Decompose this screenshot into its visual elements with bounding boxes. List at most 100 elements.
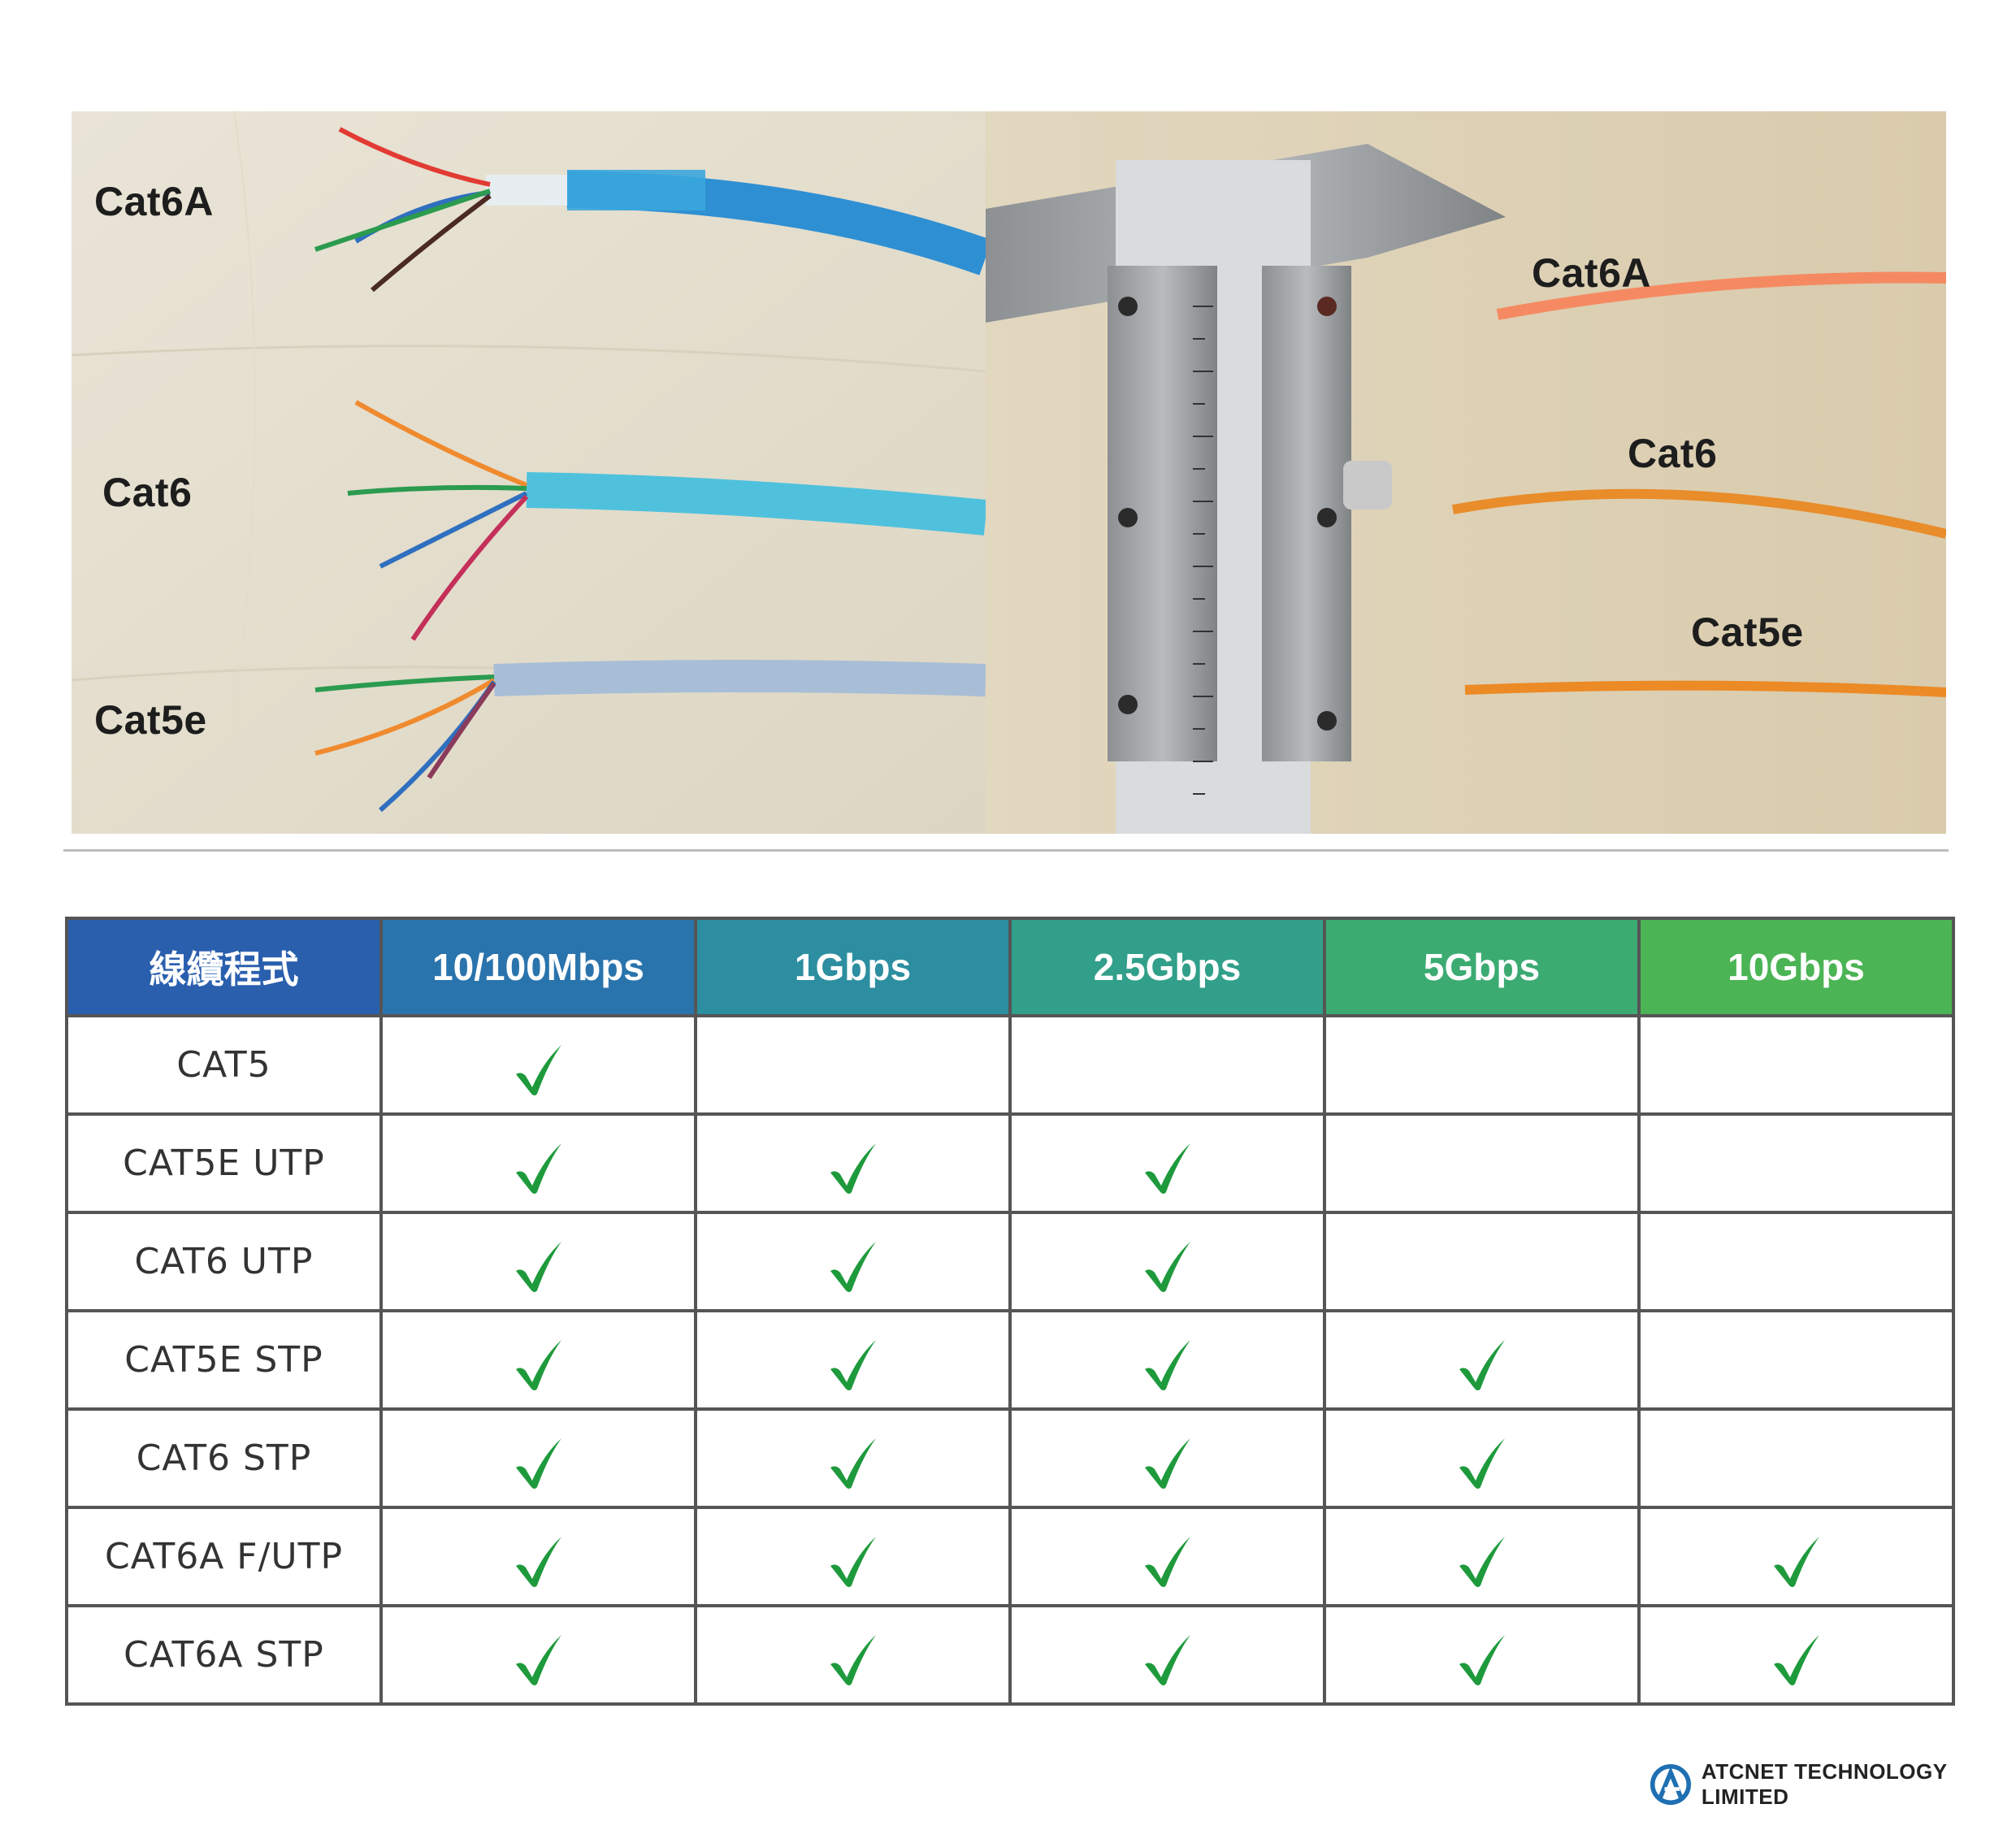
table-row: CAT6A F/UTP <box>65 1506 1955 1607</box>
cable-type-cat6-utp: CAT6 UTP <box>134 1241 314 1282</box>
check-mark-icon <box>1144 1635 1190 1685</box>
photo-label-cat6a: Cat6A <box>94 179 214 224</box>
check-mark-icon <box>515 1537 561 1587</box>
support-cell-5gbps <box>1323 1604 1641 1706</box>
support-cell-100mbps <box>379 1211 697 1312</box>
table-row: CAT6A STP <box>65 1604 1955 1706</box>
caliper-label-cat6a: Cat6A <box>1532 250 1651 296</box>
check-mark-icon <box>515 1438 561 1489</box>
cable-type-cell: CAT5E UTP <box>65 1112 383 1214</box>
atcnet-logo-icon <box>1650 1763 1691 1806</box>
support-cell-5gbps <box>1323 1407 1641 1509</box>
support-cell-2-5gbps <box>1008 1604 1326 1706</box>
company-logo: ATCNET TECHNOLOGY LIMITED <box>1650 1759 2016 1810</box>
support-cell-2-5gbps <box>1008 1407 1326 1509</box>
check-mark-icon <box>1459 1340 1505 1390</box>
support-cell-10gbps <box>1637 1407 1955 1509</box>
header-5gbps: 5Gbps <box>1323 917 1641 1017</box>
cable-type-cell: CAT6 UTP <box>65 1211 383 1312</box>
check-mark-icon <box>1144 1438 1190 1489</box>
header-100mbps: 10/100Mbps <box>379 917 697 1017</box>
table-header-row: 線纜程式 10/100Mbps 1Gbps 2.5Gbps 5Gbps 10Gb… <box>65 917 1955 1017</box>
check-mark-icon <box>830 1340 876 1390</box>
support-cell-1gbps <box>694 1407 1012 1509</box>
check-mark-icon <box>515 1635 561 1685</box>
check-mark-icon <box>515 1143 561 1194</box>
support-cell-1gbps <box>694 1309 1012 1411</box>
check-mark-icon <box>1773 1635 1819 1685</box>
check-mark-icon <box>1459 1438 1505 1489</box>
support-cell-1gbps <box>694 1604 1012 1706</box>
support-cell-2-5gbps <box>1008 1506 1326 1607</box>
support-cell-5gbps <box>1323 1309 1641 1411</box>
cable-photo-caliper: Cat6A Cat6 Cat5e <box>986 111 1946 834</box>
table-row: CAT6 UTP <box>65 1211 1955 1312</box>
caliper-label-cat5e: Cat5e <box>1691 609 1804 655</box>
header-2-5gbps: 2.5Gbps <box>1008 917 1326 1017</box>
photo-label-cat6: Cat6 <box>102 470 193 515</box>
check-mark-icon <box>1459 1635 1505 1685</box>
check-mark-icon <box>1144 1143 1190 1194</box>
check-mark-icon <box>830 1143 876 1194</box>
support-cell-100mbps <box>379 1309 697 1411</box>
header-10gbps: 10Gbps <box>1637 917 1955 1017</box>
support-cell-1gbps <box>694 1211 1012 1312</box>
support-cell-2-5gbps <box>1008 1309 1326 1411</box>
support-cell-10gbps <box>1637 1112 1955 1214</box>
support-cell-10gbps <box>1637 1211 1955 1312</box>
support-cell-5gbps <box>1323 1211 1641 1312</box>
header-cable-type: 線纜程式 <box>65 917 383 1017</box>
support-cell-10gbps <box>1637 1014 1955 1116</box>
support-cell-100mbps <box>379 1112 697 1214</box>
cable-type-cat5e-stp: CAT5E STP <box>124 1339 323 1381</box>
support-cell-100mbps <box>379 1604 697 1706</box>
caliper-label-cat6: Cat6 <box>1628 431 1718 476</box>
support-cell-100mbps <box>379 1014 697 1116</box>
cable-type-cell: CAT6A STP <box>65 1604 383 1706</box>
support-cell-5gbps <box>1323 1506 1641 1607</box>
header-1gbps: 1Gbps <box>694 917 1012 1017</box>
cable-type-cell: CAT5E STP <box>65 1309 383 1411</box>
support-cell-10gbps <box>1637 1506 1955 1607</box>
section-divider <box>63 849 1949 852</box>
cable-photo-stripped: Cat6A Cat6 Cat5e <box>72 111 986 834</box>
support-cell-2-5gbps <box>1008 1112 1326 1214</box>
cable-type-cat5e-utp: CAT5E UTP <box>123 1143 325 1184</box>
cable-type-cat6a-f-utp: CAT6A F/UTP <box>104 1536 344 1577</box>
support-cell-2-5gbps <box>1008 1014 1326 1116</box>
support-cell-100mbps <box>379 1506 697 1607</box>
table-row: CAT6 STP <box>65 1407 1955 1509</box>
photo-label-cat5e: Cat5e <box>94 697 207 743</box>
support-cell-10gbps <box>1637 1604 1955 1706</box>
company-name: ATCNET TECHNOLOGY LIMITED <box>1701 1759 1948 1809</box>
table-row: CAT5E STP <box>65 1309 1955 1411</box>
support-cell-1gbps <box>694 1112 1012 1214</box>
check-mark-icon <box>1773 1537 1819 1587</box>
cable-type-cell: CAT6 STP <box>65 1407 383 1509</box>
support-cell-5gbps <box>1323 1014 1641 1116</box>
support-cell-1gbps <box>694 1506 1012 1607</box>
cable-type-cat5: CAT5 <box>176 1044 271 1086</box>
check-mark-icon <box>1459 1537 1505 1587</box>
cable-type-cell: CAT6A F/UTP <box>65 1506 383 1607</box>
cable-speed-table: 線纜程式 10/100Mbps 1Gbps 2.5Gbps 5Gbps 10Gb… <box>65 917 1955 1706</box>
check-mark-icon <box>830 1438 876 1489</box>
support-cell-10gbps <box>1637 1309 1955 1411</box>
check-mark-icon <box>1144 1340 1190 1390</box>
check-mark-icon <box>1144 1537 1190 1587</box>
check-mark-icon <box>515 1045 561 1095</box>
support-cell-5gbps <box>1323 1112 1641 1214</box>
check-mark-icon <box>1144 1242 1190 1292</box>
support-cell-100mbps <box>379 1407 697 1509</box>
check-mark-icon <box>515 1340 561 1390</box>
check-mark-icon <box>830 1537 876 1587</box>
cable-type-cat6-stp: CAT6 STP <box>136 1438 312 1479</box>
table-row: CAT5E UTP <box>65 1112 1955 1214</box>
table-row: CAT5 <box>65 1014 1955 1116</box>
check-mark-icon <box>515 1242 561 1292</box>
check-mark-icon <box>830 1242 876 1292</box>
cable-type-cell: CAT5 <box>65 1014 383 1116</box>
cable-type-cat6a-stp: CAT6A STP <box>124 1634 324 1676</box>
support-cell-2-5gbps <box>1008 1211 1326 1312</box>
